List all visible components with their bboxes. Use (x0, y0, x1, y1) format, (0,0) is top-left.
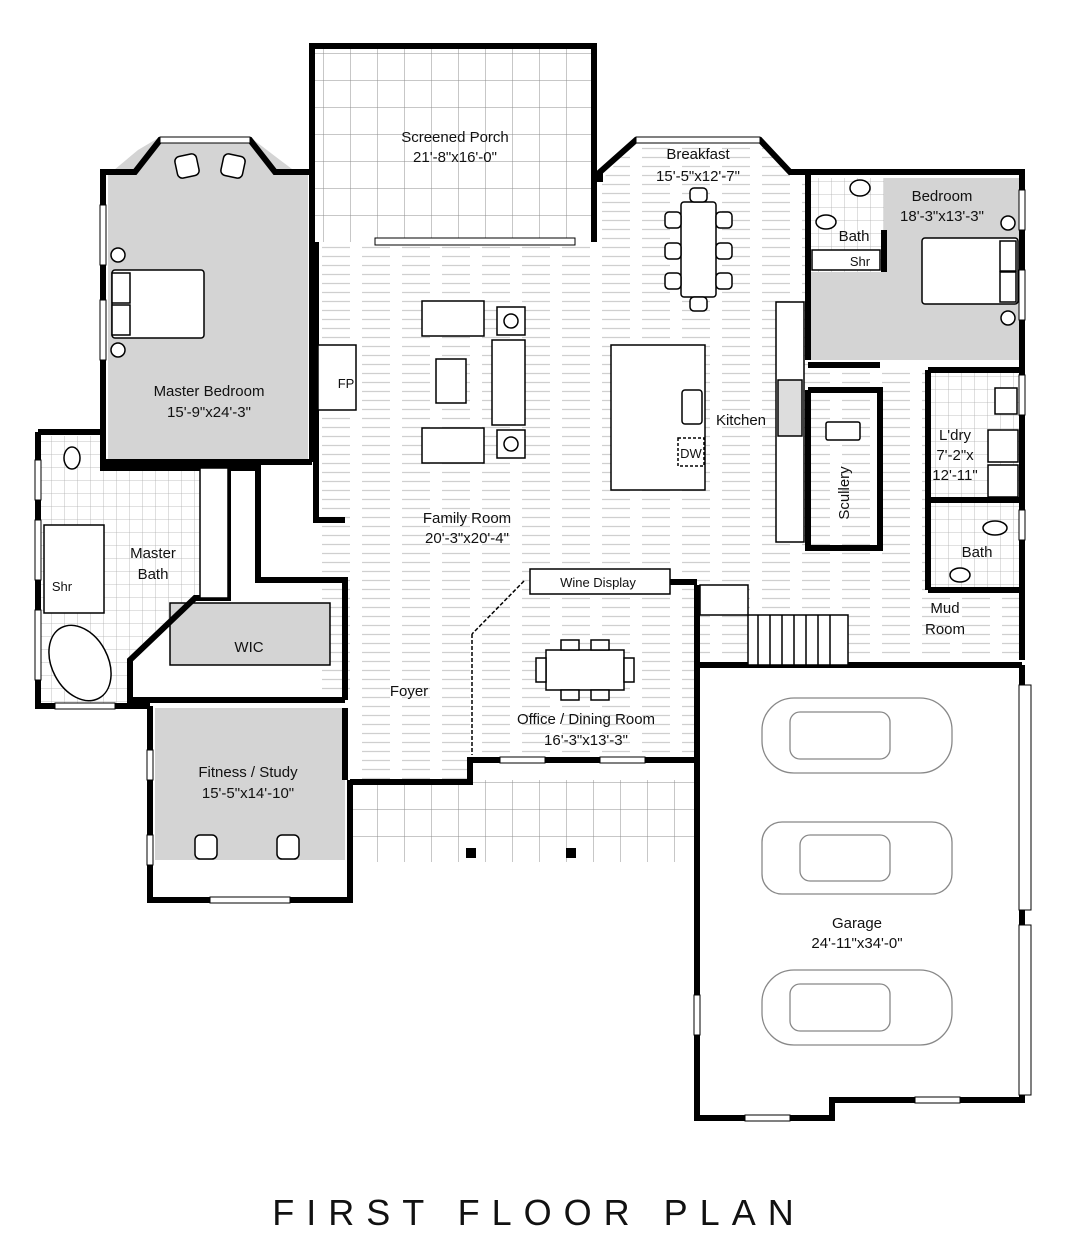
stairs (747, 614, 849, 666)
screened-porch-label: Screened Porch (401, 129, 509, 146)
master-shower-label: Shr (52, 579, 73, 594)
walls (35, 43, 1025, 1121)
screened-porch-dims: 21'-8"x16'-0" (413, 149, 497, 166)
garage-dims: 24'-11"x34'-0" (811, 935, 902, 952)
armchair-icon (174, 153, 200, 179)
cars (761, 697, 953, 1046)
plan-title: FIRST FLOOR PLAN (272, 1192, 806, 1233)
dryer (987, 464, 1019, 498)
foyer-label: Foyer (390, 683, 428, 700)
tub-icon (48, 624, 112, 702)
wic-label: WIC (234, 639, 263, 656)
toilet-icon (63, 446, 81, 470)
family-room-dims: 20'-3"x20'-4" (425, 530, 509, 547)
family-room-label: Family Room (423, 510, 511, 527)
bath-upper-shower-label: Shr (850, 254, 871, 269)
garage-label: Garage (832, 915, 882, 932)
wine-display-label: Wine Display (560, 575, 636, 590)
shower (43, 524, 105, 614)
porch-posts (466, 848, 576, 858)
fireplace-label: FP (338, 376, 355, 391)
bath-upper-label: Bath (839, 228, 870, 245)
bath-lower-label: Bath (962, 544, 993, 561)
furniture (43, 153, 1019, 860)
master-bath-label-2: Bath (138, 566, 169, 583)
breakfast-dims: 15'-5"x12'-7" (656, 168, 740, 185)
screened-porch-floor (312, 46, 594, 242)
master-bath-label-1: Master (130, 545, 176, 562)
washer (987, 429, 1019, 463)
dining-table (545, 649, 625, 691)
master-bedroom-label: Master Bedroom (154, 383, 265, 400)
fitness-study-dims: 15'-5"x14'-10" (202, 785, 294, 802)
master-bed (111, 269, 205, 339)
breakfast-label: Breakfast (666, 146, 730, 163)
sink-icon (681, 389, 703, 425)
sofa (421, 300, 485, 337)
master-bedroom-floor (108, 137, 308, 462)
mud-room-label-1: Mud (930, 600, 959, 617)
bedroom-bed (921, 237, 1019, 305)
windows (34, 136, 1032, 1122)
office-dining-label: Office / Dining Room (517, 711, 655, 728)
laundry-label: L'dry (939, 427, 972, 444)
scullery-label: Scullery (836, 466, 853, 520)
laundry-dims-1: 7'-2"x (936, 447, 974, 464)
dishwasher-label: DW (680, 446, 702, 461)
bedroom-dims: 18'-3"x13'-3" (900, 208, 984, 225)
fitness-floor (155, 708, 345, 860)
mud-room-label-2: Room (925, 621, 965, 638)
wic-floor (170, 603, 330, 665)
office-dining-dims: 16'-3"x13'-3" (544, 732, 628, 749)
front-porch-floor (350, 780, 695, 862)
fireplace-icon (317, 344, 357, 411)
fitness-study-label: Fitness / Study (198, 764, 298, 781)
master-bedroom-dims: 15'-9"x24'-3" (167, 404, 251, 421)
kitchen-label: Kitchen (716, 412, 766, 429)
sofa (421, 427, 485, 464)
sofa (491, 339, 526, 426)
range-icon (777, 379, 803, 437)
room-labels: Screened Porch 21'-8"x16'-0" Breakfast 1… (52, 129, 993, 952)
coffee-table (435, 358, 467, 404)
wine-display (529, 568, 671, 595)
nightstand-lamp-icon (110, 247, 126, 263)
laundry-dims-2: 12'-11" (932, 467, 977, 484)
bedroom-label: Bedroom (912, 188, 973, 205)
breakfast-table (680, 201, 717, 298)
